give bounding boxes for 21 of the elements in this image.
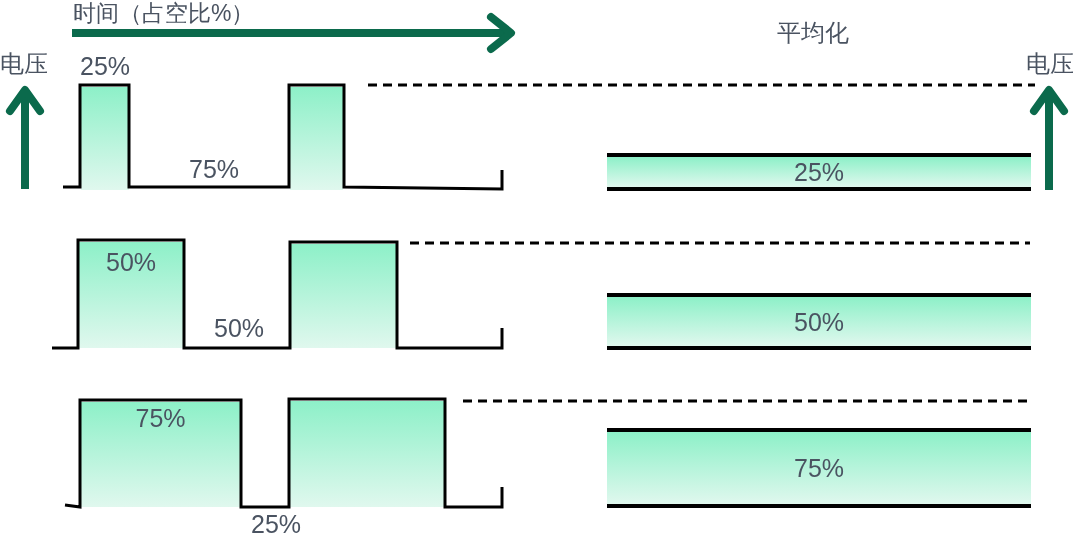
pulse-block (81, 402, 240, 507)
averaging-label: 平均化 (777, 19, 849, 47)
pulse-block (79, 242, 183, 348)
average-level-bar (607, 428, 1031, 508)
duty-cycle-label: 25% (251, 510, 302, 539)
percent-label: 75% (135, 404, 186, 433)
percent-label: 25% (794, 157, 844, 187)
percent-label: 50% (106, 248, 156, 277)
voltage-axis-label: 电压 (1026, 50, 1074, 78)
percent-label: 75% (794, 453, 844, 483)
pulse-block (291, 244, 396, 348)
average-level-bar (607, 293, 1031, 350)
pulse-block (290, 87, 343, 190)
percent-label: 25% (80, 52, 130, 81)
duty-cycle-label: 50% (214, 314, 265, 343)
pulse-block (290, 401, 444, 507)
duty-cycle-label: 75% (189, 155, 240, 184)
percent-label: 50% (794, 307, 844, 336)
time-axis-label: 时间（占空比%） (73, 0, 255, 27)
voltage-axis-label: 电压 (0, 50, 48, 78)
average-level-bar (607, 153, 1031, 191)
